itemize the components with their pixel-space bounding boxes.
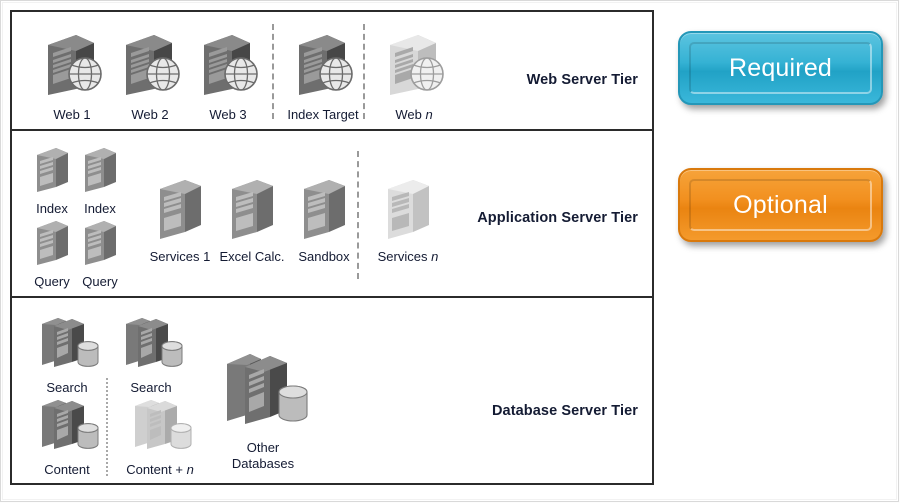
node-query-2[interactable]: Query [72, 216, 128, 289]
node-label: Excel Calc. [219, 249, 285, 264]
legend-required-label: Required [728, 53, 833, 82]
node-query-1[interactable]: Query [24, 216, 80, 289]
node-label: Web 3 [209, 107, 247, 122]
tier-app-divider-1 [357, 151, 359, 279]
database-server-icon [112, 312, 190, 379]
server-tower-icon [288, 173, 360, 248]
node-label: Query [82, 274, 118, 289]
server-globe-icon [28, 29, 116, 106]
node-services-1[interactable]: Services 1 [144, 173, 216, 264]
node-other-databases[interactable]: Other Databases [208, 346, 318, 471]
tier-label-database-server: Database Server Tier [491, 403, 638, 419]
node-label: Index [36, 201, 68, 216]
node-label: Web 2 [131, 107, 169, 122]
tier-web-divider-1 [272, 24, 274, 119]
tier-database-server: Search [12, 298, 652, 483]
node-label: Search [130, 380, 172, 395]
node-label: Index [84, 201, 116, 216]
tier-application-server: Index [12, 131, 652, 298]
node-search-2[interactable]: Search [112, 312, 190, 395]
server-tower-icon [72, 143, 128, 200]
legend-optional-button[interactable]: Optional [678, 168, 883, 242]
node-web-n[interactable]: Web n [370, 29, 458, 122]
database-server-icon [112, 394, 208, 461]
node-label: Web 1 [53, 107, 91, 122]
node-label: Services 1 [149, 249, 211, 264]
server-tower-icon [216, 173, 288, 248]
node-label: Web n [395, 107, 433, 122]
server-tower-icon [72, 216, 128, 273]
node-label: Search [46, 380, 88, 395]
node-index-2[interactable]: Index [72, 143, 128, 216]
database-server-icon [208, 346, 318, 439]
server-globe-icon [370, 29, 458, 106]
tier-db-divider-1 [106, 378, 108, 476]
server-tower-icon [370, 173, 446, 248]
node-label: Content [44, 462, 90, 477]
node-services-n[interactable]: Services n [370, 173, 446, 264]
tier-label-web-server: Web Server Tier [526, 72, 638, 88]
tier-web-divider-2 [363, 24, 365, 119]
node-excel-calc[interactable]: Excel Calc. [216, 173, 288, 264]
server-globe-icon [106, 29, 194, 106]
server-tower-icon [24, 143, 80, 200]
node-web-1[interactable]: Web 1 [28, 29, 116, 122]
legend-required-button[interactable]: Required [678, 31, 883, 105]
node-label: Content + n [126, 462, 194, 477]
node-content[interactable]: Content [28, 394, 106, 477]
node-web-2[interactable]: Web 2 [106, 29, 194, 122]
server-tower-icon [144, 173, 216, 248]
node-label: Other [246, 440, 280, 455]
database-server-icon [28, 394, 106, 461]
tier-label-application-server: Application Server Tier [477, 210, 638, 226]
node-label-line2: Databases [231, 456, 295, 471]
node-label: Query [34, 274, 70, 289]
node-label: Index Target [287, 107, 359, 122]
legend-optional-label: Optional [733, 190, 828, 219]
node-index-1[interactable]: Index [24, 143, 80, 216]
tier-web-server: Web 1 [12, 12, 652, 131]
node-web-3[interactable]: Web 3 [184, 29, 272, 122]
server-tower-icon [24, 216, 80, 273]
node-label: Services n [377, 249, 439, 264]
node-search-1[interactable]: Search [28, 312, 106, 395]
node-label: Sandbox [298, 249, 350, 264]
database-server-icon [28, 312, 106, 379]
node-index-target[interactable]: Index Target [279, 29, 367, 122]
architecture-diagram: Web 1 [10, 10, 654, 485]
server-globe-icon [184, 29, 272, 106]
server-globe-icon [279, 29, 367, 106]
node-sandbox[interactable]: Sandbox [288, 173, 360, 264]
node-content-n[interactable]: Content + n [112, 394, 208, 477]
